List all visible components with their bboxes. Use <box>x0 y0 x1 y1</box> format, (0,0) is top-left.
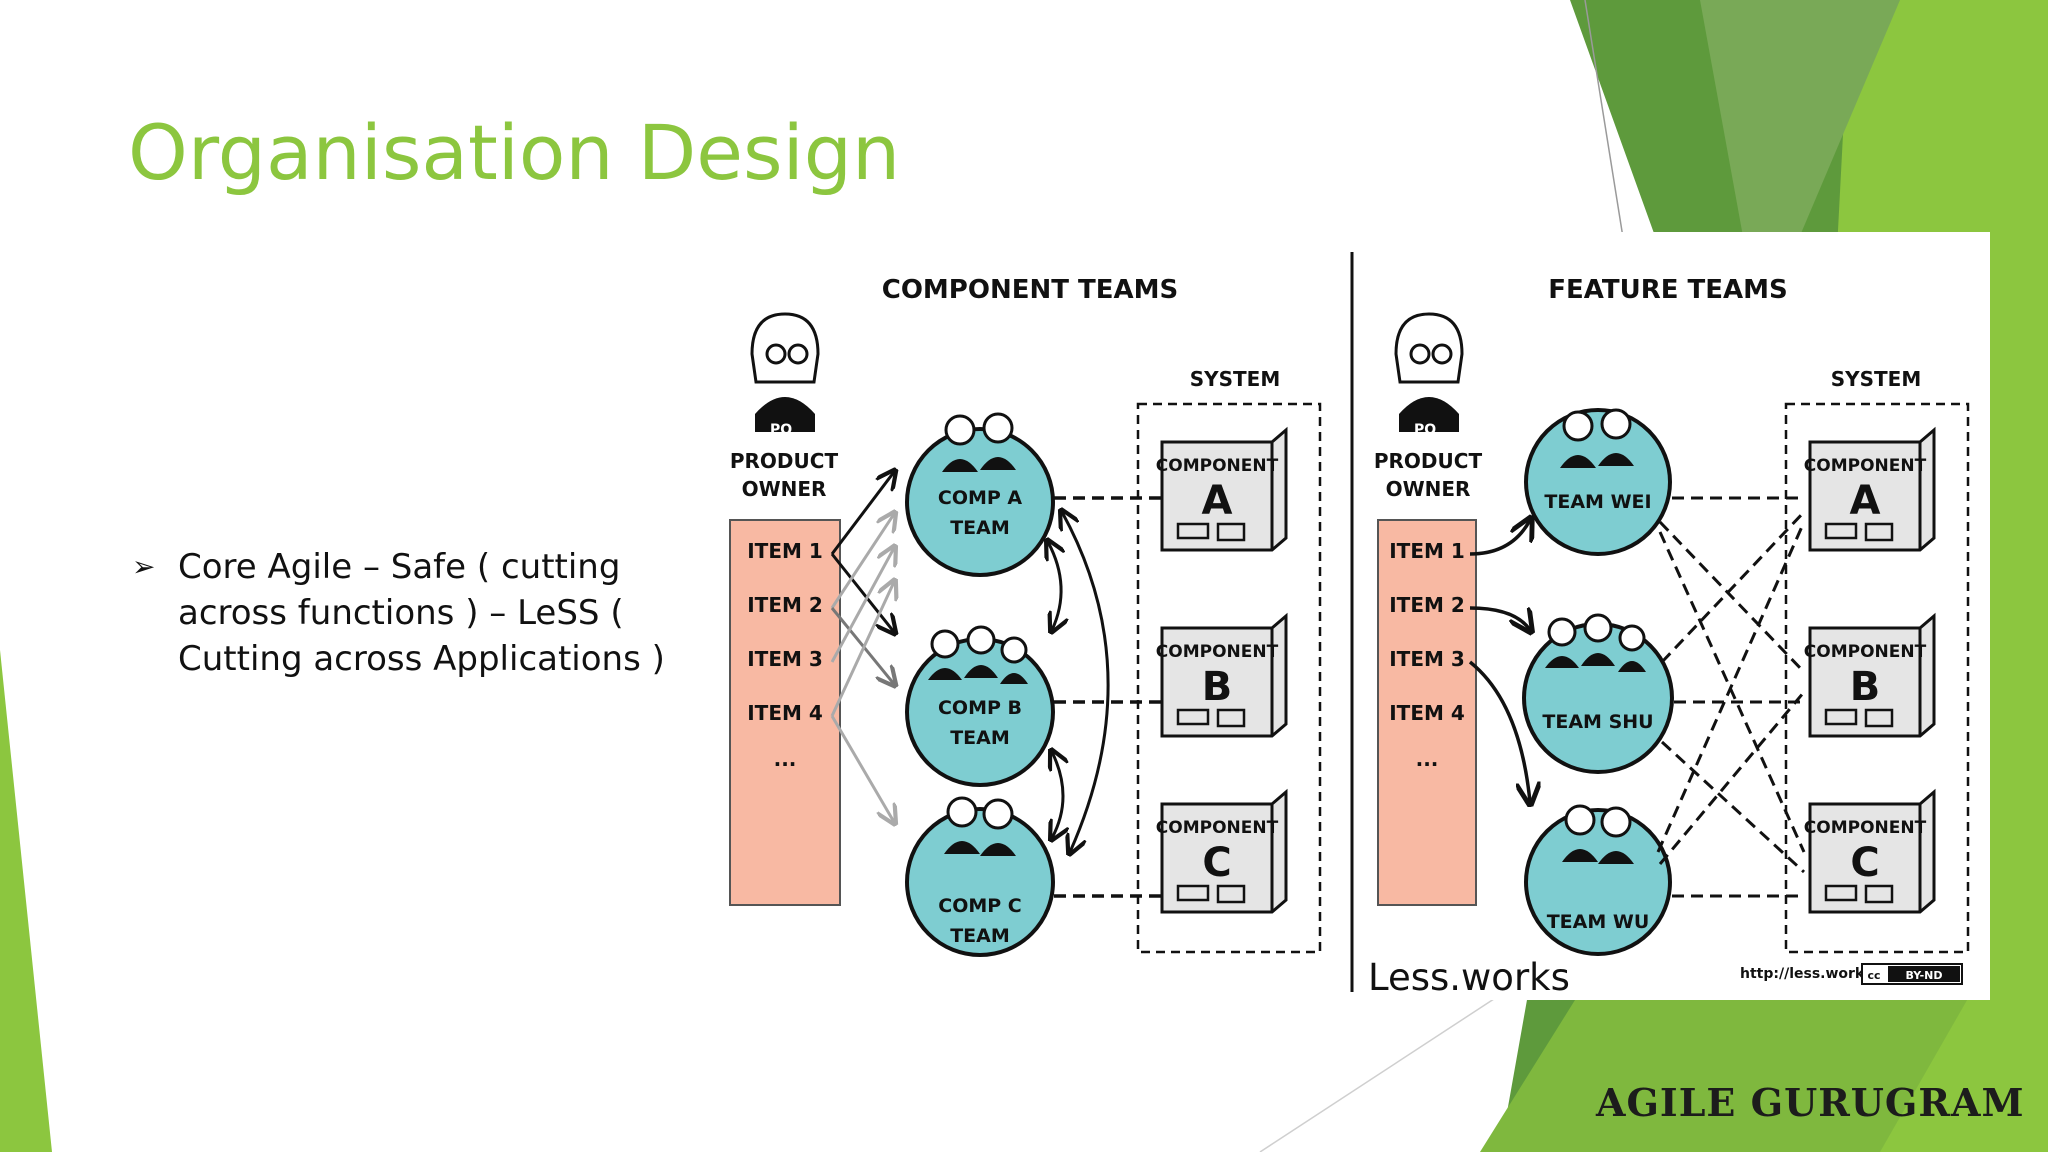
right-system-boundary <box>1784 402 1970 954</box>
left-component-a-label: COMPONENT <box>1156 456 1279 476</box>
license-text: BY-ND <box>1905 969 1942 982</box>
backlog-item-more: ... <box>774 747 797 771</box>
deco-line <box>1584 0 1626 251</box>
item-to-feature-team-arrows <box>1468 520 1530 802</box>
team-comp-b: COMP B TEAM <box>905 625 1055 787</box>
team-wei-label: TEAM WEI <box>1544 491 1651 513</box>
left-system-boundary <box>1136 402 1322 954</box>
product-owner-avatar-right: PO <box>1394 312 1464 438</box>
left-component-a: COMPONENT A <box>1156 426 1288 552</box>
left-component-c: COMPONENT C <box>1156 788 1288 914</box>
right-component-a-letter: A <box>1850 478 1881 524</box>
team-comp-c-line2: TEAM <box>950 925 1010 947</box>
backlog-right-item-3: ITEM 3 <box>1389 647 1465 671</box>
team-wu: TEAM WU <box>1524 804 1672 956</box>
left-component-b: COMPONENT B <box>1156 612 1288 738</box>
backlog-right-item-2: ITEM 2 <box>1389 593 1465 617</box>
left-component-c-letter: C <box>1202 840 1231 886</box>
right-component-b: COMPONENT B <box>1804 612 1936 738</box>
backlog-right-item-1: ITEM 1 <box>1389 539 1465 563</box>
left-component-b-letter: B <box>1202 664 1233 710</box>
backlog-right-item-4: ITEM 4 <box>1389 701 1465 725</box>
component-vs-feature-teams-diagram: COMPONENT TEAMS PO PRODUCT OWNER ITEM 1 … <box>700 232 1990 1000</box>
product-owner-avatar: PO <box>750 312 820 438</box>
backlog-item-3: ITEM 3 <box>747 647 823 671</box>
right-component-b-letter: B <box>1850 664 1881 710</box>
team-comp-c-line1: COMP C <box>938 895 1022 917</box>
backlog-right-item-more: ... <box>1416 747 1439 771</box>
right-component-c-label: COMPONENT <box>1804 818 1927 838</box>
product-owner-right-line2: OWNER <box>1386 477 1471 501</box>
slide-title: Organisation Design <box>128 108 901 197</box>
component-teams-panel: COMPONENT TEAMS PO PRODUCT OWNER ITEM 1 … <box>729 275 1322 957</box>
left-system-label: SYSTEM <box>1190 367 1281 391</box>
product-owner-right-line1: PRODUCT <box>1374 449 1483 473</box>
item-to-team-arrows <box>830 472 894 822</box>
po-badge: PO <box>770 422 792 438</box>
feature-teams-panel: FEATURE TEAMS PO PRODUCT OWNER ITEM 1 IT… <box>1374 275 1970 985</box>
cc-license-badge: cc BY-ND <box>1861 963 1963 985</box>
right-component-a-label: COMPONENT <box>1804 456 1927 476</box>
component-teams-title: COMPONENT TEAMS <box>882 275 1179 305</box>
team-shu-label: TEAM SHU <box>1542 711 1653 733</box>
left-component-b-label: COMPONENT <box>1156 642 1279 662</box>
right-component-c: COMPONENT C <box>1804 788 1936 914</box>
bullet-point: ➢ Core Agile – Safe ( cutting across fun… <box>132 544 692 682</box>
team-comp-a-line1: COMP A <box>938 487 1023 509</box>
right-component-b-label: COMPONENT <box>1804 642 1927 662</box>
backlog-item-1: ITEM 1 <box>747 539 823 563</box>
source-caption: Less.works <box>1368 956 1570 999</box>
product-owner-label-line1: PRODUCT <box>730 449 839 473</box>
diagram-background <box>700 232 1990 1000</box>
product-backlog <box>729 519 841 906</box>
team-comp-b-line1: COMP B <box>938 697 1022 719</box>
left-component-c-label: COMPONENT <box>1156 818 1279 838</box>
brand-logo-text: AGILE GURUGRAM <box>1596 1080 2025 1125</box>
right-system-label: SYSTEM <box>1831 367 1922 391</box>
right-component-c-letter: C <box>1850 840 1879 886</box>
team-comp-c: COMP C TEAM <box>905 796 1055 957</box>
team-coordination-arrows <box>1048 512 1110 852</box>
right-component-a: COMPONENT A <box>1804 426 1936 552</box>
deco-line-2 <box>1259 994 1501 1152</box>
deco-left-shape <box>0 650 52 1152</box>
team-comp-a-line2: TEAM <box>950 517 1010 539</box>
backlog-item-4: ITEM 4 <box>747 701 823 725</box>
product-backlog-right <box>1377 519 1477 906</box>
team-wei: TEAM WEI <box>1524 408 1672 556</box>
team-comp-a: COMP A TEAM <box>905 412 1055 577</box>
right-team-component-links <box>1656 496 1806 898</box>
product-owner-label-line2: OWNER <box>742 477 827 501</box>
deco-bottom-shape <box>1480 960 1990 1152</box>
cc-icon: cc <box>1867 969 1880 982</box>
bullet-text: Core Agile – Safe ( cutting across funct… <box>178 547 665 679</box>
team-comp-b-line2: TEAM <box>950 727 1010 749</box>
left-component-a-letter: A <box>1202 478 1233 524</box>
feature-teams-title: FEATURE TEAMS <box>1548 275 1788 305</box>
team-shu: TEAM SHU <box>1522 613 1674 774</box>
backlog-item-2: ITEM 2 <box>747 593 823 617</box>
team-wu-label: TEAM WU <box>1547 911 1650 933</box>
po-badge-right: PO <box>1414 422 1436 438</box>
arrow-bullet-icon: ➢ <box>132 550 156 583</box>
less-works-url: http://less.works <box>1740 966 1873 982</box>
